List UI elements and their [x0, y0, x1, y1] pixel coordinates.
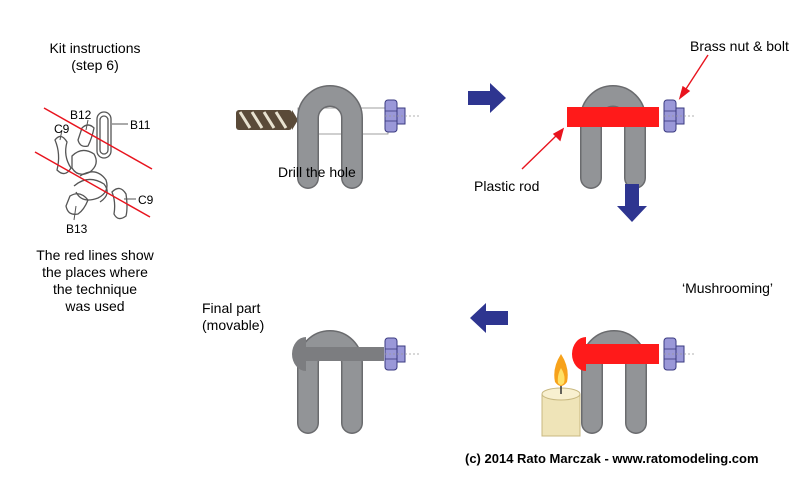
- label-c9-top: C9: [54, 122, 70, 136]
- candle: [541, 354, 581, 437]
- rod-mushroom: [586, 344, 659, 364]
- leader-rod: [521, 127, 565, 170]
- kit-red-lines: [34, 107, 153, 218]
- label-b11: B11: [130, 118, 151, 132]
- label-b13: B13: [66, 222, 88, 236]
- drill-label: Drill the hole: [278, 164, 356, 180]
- plastic-rod: [567, 107, 659, 127]
- leader-nut: [678, 54, 709, 100]
- rod-final: [306, 347, 384, 361]
- kit-note: The red lines show the places where the …: [36, 247, 154, 314]
- rod-final-head: [292, 337, 306, 371]
- nut-bolt-label: Brass nut & bolt: [690, 38, 789, 54]
- kit-title: Kit instructions (step 6): [49, 40, 141, 73]
- kit-sketch: [54, 111, 128, 220]
- kit-leader-lines: [59, 119, 136, 221]
- final-part-label: Final part (movable): [202, 300, 265, 333]
- plastic-rod-label: Plastic rod: [474, 178, 540, 194]
- rod-mushroom-head: [572, 337, 586, 371]
- label-c9-right: C9: [138, 193, 154, 207]
- mushrooming-label: ‘Mushrooming’: [682, 280, 774, 296]
- drill-bit: [236, 110, 298, 130]
- footer-credit: (c) 2014 Rato Marczak - www.ratomodeling…: [465, 451, 759, 466]
- arrow-step1: [468, 83, 506, 113]
- arrow-step3: [470, 303, 508, 333]
- arrow-step2: [617, 184, 647, 222]
- label-b12: B12: [70, 108, 92, 122]
